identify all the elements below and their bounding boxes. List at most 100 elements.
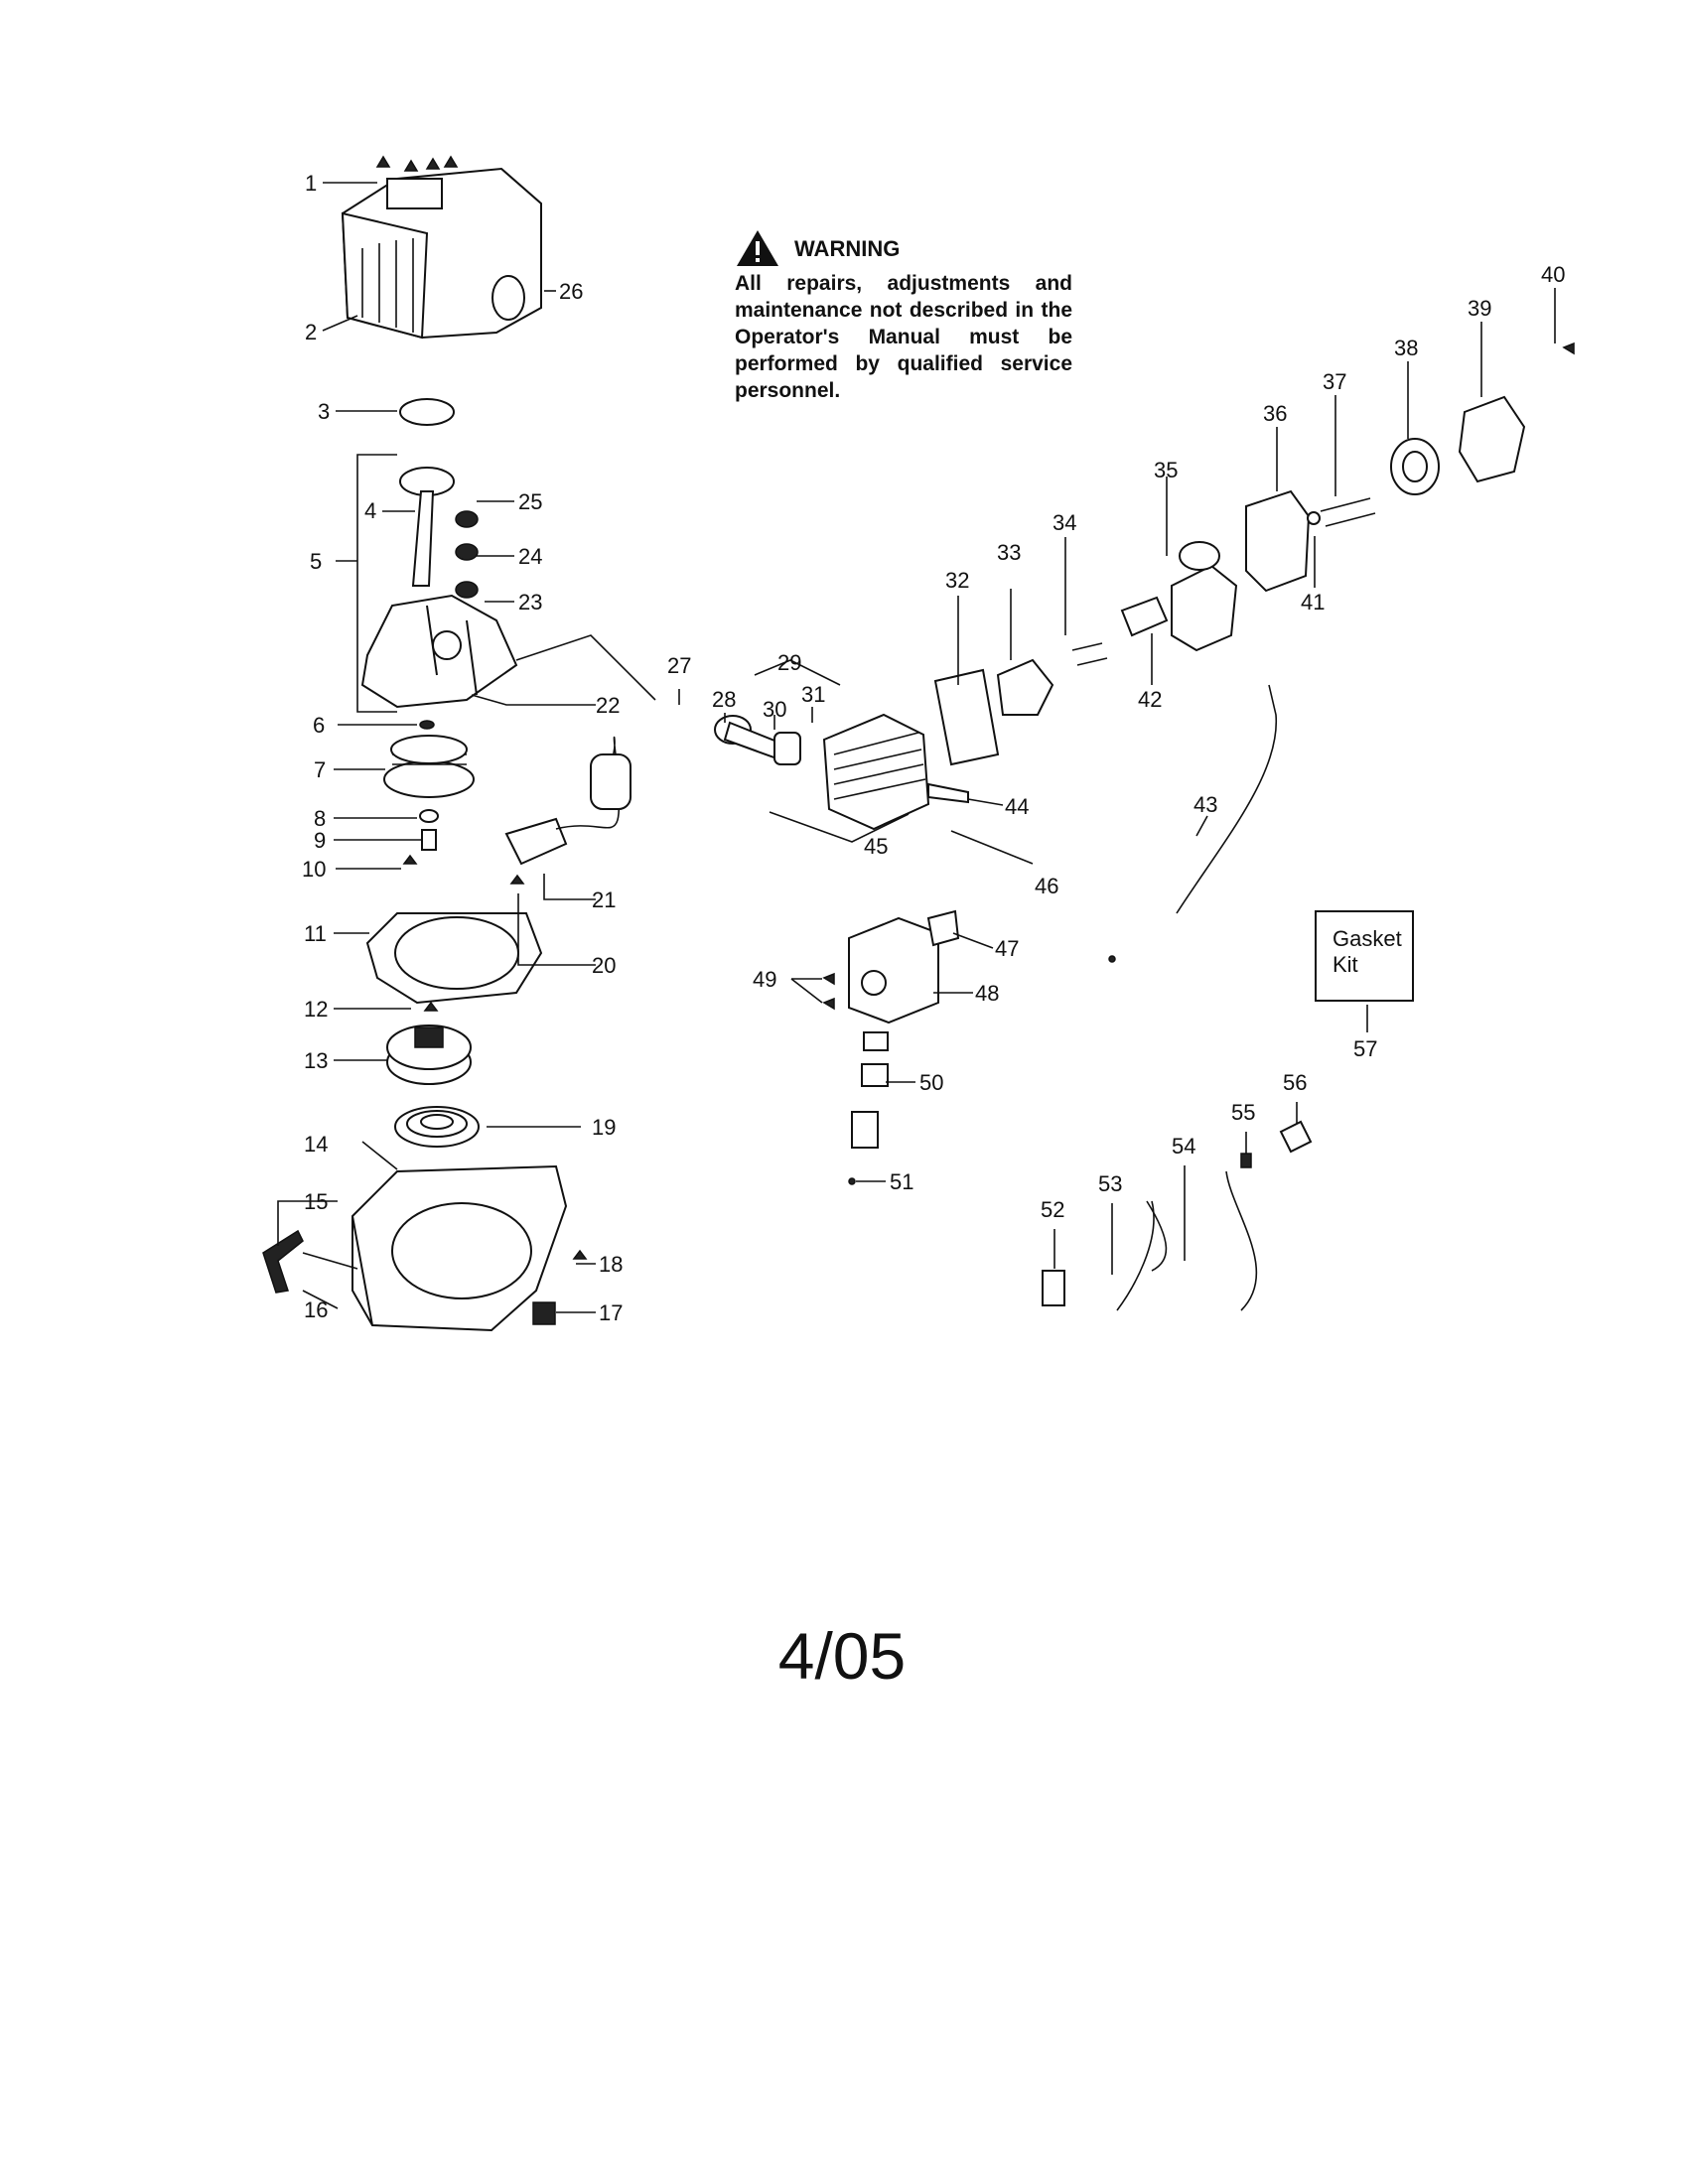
ignition-coil-part	[504, 736, 632, 885]
callout-9: 9	[314, 828, 326, 853]
shaft-part	[399, 467, 455, 587]
callout-51: 51	[890, 1169, 913, 1194]
callout-55: 55	[1231, 1100, 1255, 1125]
callout-45: 45	[864, 834, 888, 859]
washer-parts	[402, 720, 439, 865]
callout-29: 29	[777, 650, 801, 675]
starter-gasket-part	[365, 912, 543, 1005]
warning-title: WARNING	[794, 235, 901, 261]
callout-15: 15	[304, 1189, 328, 1214]
callout-19: 19	[592, 1115, 616, 1140]
starter-housing-part	[351, 1164, 568, 1332]
callout-54: 54	[1172, 1134, 1195, 1159]
callout-22: 22	[596, 693, 620, 718]
warning-triangle-icon	[737, 230, 778, 266]
callout-32: 32	[945, 568, 969, 593]
callout-40: 40	[1541, 262, 1565, 287]
callout-57: 57	[1353, 1036, 1377, 1061]
callout-25: 25	[518, 489, 542, 514]
callout-23: 23	[518, 590, 542, 614]
filter-cover-part	[1458, 341, 1575, 483]
callout-1: 1	[305, 171, 317, 196]
crankcase-part	[360, 594, 518, 709]
engine-cover-part	[341, 167, 542, 340]
air-filter-part	[1390, 438, 1440, 495]
screw-18-part	[572, 1249, 588, 1260]
gasket-kit-label-line2: Kit	[1333, 952, 1358, 977]
spark-plug-part	[927, 782, 969, 804]
callout-31: 31	[801, 682, 825, 707]
callout-7: 7	[314, 757, 326, 782]
callout-2: 2	[305, 320, 317, 344]
o-ring-part	[399, 398, 455, 426]
muffler-part	[848, 909, 960, 1024]
warning-notice: WARNING All repairs, adjustments and mai…	[735, 228, 1072, 404]
piston-rod-part	[714, 715, 801, 765]
callout-14: 14	[304, 1132, 328, 1157]
callout-18: 18	[599, 1252, 623, 1277]
callout-20: 20	[592, 953, 616, 978]
callout-48: 48	[975, 981, 999, 1006]
spark-arrestor-part	[848, 1031, 889, 1185]
callout-24: 24	[518, 544, 542, 569]
callout-38: 38	[1394, 336, 1418, 360]
nuts-part	[455, 510, 479, 599]
gasket-kit-box: Gasket Kit	[1315, 910, 1414, 1002]
callout-39: 39	[1468, 296, 1491, 321]
gasket-kit-label-line1: Gasket	[1333, 926, 1402, 951]
callout-46: 46	[1035, 874, 1058, 898]
carburetor-part	[1171, 541, 1238, 652]
callout-17: 17	[599, 1300, 623, 1325]
bolts-part	[1071, 497, 1376, 666]
leader-lines	[277, 182, 1556, 1313]
starter-handle-part	[262, 1229, 358, 1294]
callout-labels: 1 2 3 4 5 6 7 8 9 10 11 12 13 14 15 16 1…	[302, 171, 1565, 1325]
callout-52: 52	[1041, 1197, 1064, 1222]
intake-adapter-part	[996, 658, 1054, 716]
callout-27: 27	[667, 653, 691, 678]
callout-56: 56	[1283, 1070, 1307, 1095]
flywheel-part	[383, 735, 475, 798]
callout-53: 53	[1098, 1171, 1122, 1196]
revision-date: 4/05	[777, 1619, 907, 1693]
nut-17-part	[532, 1301, 556, 1325]
callout-10: 10	[302, 857, 326, 882]
callout-13: 13	[304, 1048, 328, 1073]
callout-6: 6	[313, 713, 325, 738]
callout-5: 5	[310, 549, 322, 574]
callout-43: 43	[1193, 792, 1217, 817]
callout-4: 4	[364, 498, 376, 523]
callout-33: 33	[997, 540, 1021, 565]
callout-44: 44	[1005, 794, 1029, 819]
callout-28: 28	[712, 687, 736, 712]
warning-text: All repairs, adjustments and maintenance…	[735, 272, 1072, 402]
air-filter-base-part	[1245, 489, 1311, 593]
recoil-spring-part	[394, 1106, 480, 1148]
muffler-screws-part	[822, 972, 835, 1011]
fuel-lines-part	[1042, 1120, 1313, 1311]
callout-16: 16	[304, 1297, 328, 1322]
callout-42: 42	[1138, 687, 1162, 712]
callout-49: 49	[753, 967, 776, 992]
callout-41: 41	[1301, 590, 1325, 614]
callout-30: 30	[763, 697, 786, 722]
callout-12: 12	[304, 997, 328, 1022]
throttle-cable-part	[1108, 684, 1277, 963]
callout-34: 34	[1052, 510, 1076, 535]
callout-21: 21	[592, 887, 616, 912]
callout-36: 36	[1263, 401, 1287, 426]
cover-screws-part	[375, 155, 459, 172]
callout-47: 47	[995, 936, 1019, 961]
callout-8: 8	[314, 806, 326, 831]
insulator-plate-part	[933, 668, 1000, 766]
starter-pulley-part	[386, 1001, 472, 1085]
carburetor-gasket-part	[1120, 596, 1169, 637]
callout-3: 3	[318, 399, 330, 424]
callout-26: 26	[559, 279, 583, 304]
cylinder-part	[822, 713, 930, 831]
callout-37: 37	[1323, 369, 1346, 394]
callout-11: 11	[304, 921, 327, 946]
callout-50: 50	[919, 1070, 943, 1095]
callout-35: 35	[1154, 458, 1178, 482]
